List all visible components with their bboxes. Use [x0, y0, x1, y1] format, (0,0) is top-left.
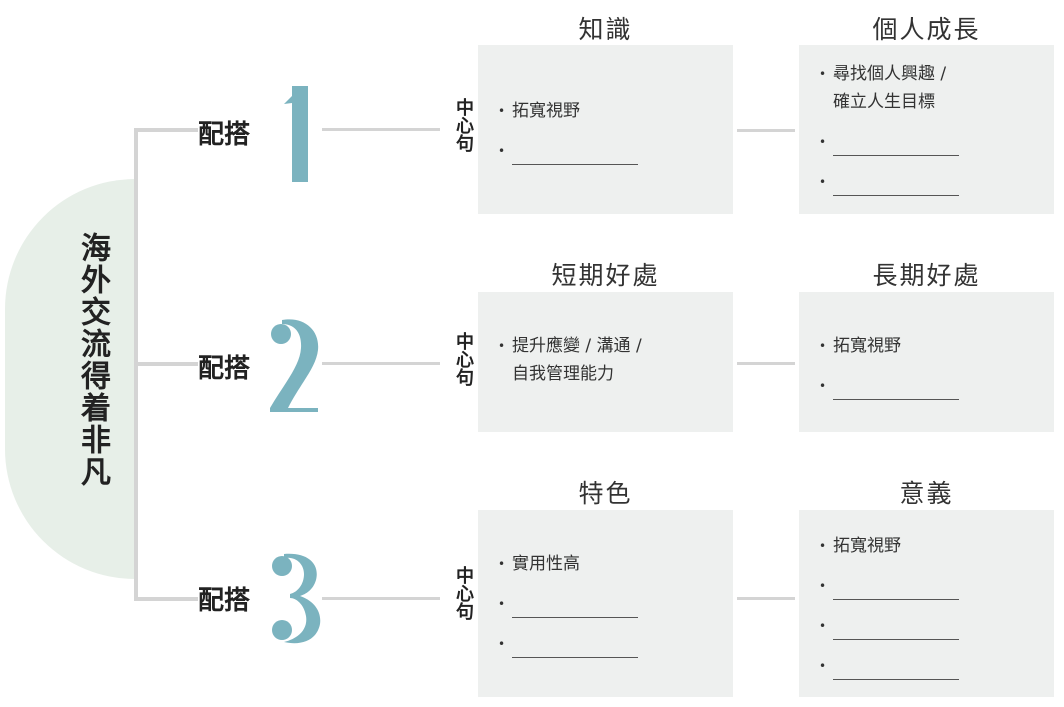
number-1-glyph — [284, 86, 308, 182]
content-box: 拓寬視野 — [799, 510, 1054, 697]
background-half-circle — [5, 179, 135, 579]
content-box: 拓寬視野 — [799, 292, 1054, 432]
bullet-blank[interactable] — [498, 137, 733, 165]
branch-line — [134, 362, 198, 366]
box-title: 短期好處 — [551, 261, 660, 290]
bullet-item: 拓寬視野 — [498, 97, 733, 125]
content-box: 實用性高 — [478, 510, 733, 697]
bullet-item: 拓寬視野 — [819, 532, 1054, 560]
connector-line — [737, 362, 795, 365]
box-title: 意義 — [899, 479, 954, 508]
content-box: 尋找個人興趣 / 確立人生目標 — [799, 45, 1054, 214]
bullet-item: 拓寬視野 — [819, 332, 1054, 360]
bullet-blank[interactable] — [498, 630, 733, 658]
content-box: 提升應變 / 溝通 / 自我管理能力 — [478, 292, 733, 432]
center-sentence-label: 中心句 — [453, 332, 474, 386]
bullet-blank[interactable] — [819, 652, 1054, 680]
box-title: 個人成長 — [872, 15, 981, 44]
number-2-glyph — [270, 319, 319, 412]
main-title: 海外交流得着非凡 — [75, 232, 110, 488]
branch-line — [322, 597, 440, 600]
number-3-glyph — [272, 553, 321, 644]
bullet-blank[interactable] — [498, 590, 733, 618]
branch-line — [134, 597, 198, 601]
bullet-blank[interactable] — [819, 612, 1054, 640]
bullet-item: 提升應變 / 溝通 / 自我管理能力 — [498, 332, 733, 388]
bullet-item: 尋找個人興趣 / 確立人生目標 — [819, 60, 1054, 116]
bullet-item: 實用性高 — [498, 550, 733, 578]
center-sentence-label: 中心句 — [453, 98, 474, 152]
bullet-blank[interactable] — [819, 168, 1054, 196]
branch-line — [134, 128, 198, 132]
pair-label: 配搭 — [198, 354, 251, 384]
center-sentence-label: 中心句 — [453, 566, 474, 620]
pair-label: 配搭 — [198, 586, 251, 616]
box-title: 特色 — [578, 479, 633, 508]
bullet-blank[interactable] — [819, 128, 1054, 156]
box-title: 知識 — [578, 15, 633, 44]
branch-line — [322, 128, 440, 131]
bullet-blank[interactable] — [819, 372, 1054, 400]
branch-line — [322, 362, 440, 365]
pair-label: 配搭 — [198, 120, 251, 150]
content-box: 拓寬視野 — [478, 45, 733, 214]
box-title: 長期好處 — [872, 261, 981, 290]
connector-line — [737, 129, 795, 132]
connector-line — [737, 597, 795, 600]
bullet-blank[interactable] — [819, 572, 1054, 600]
